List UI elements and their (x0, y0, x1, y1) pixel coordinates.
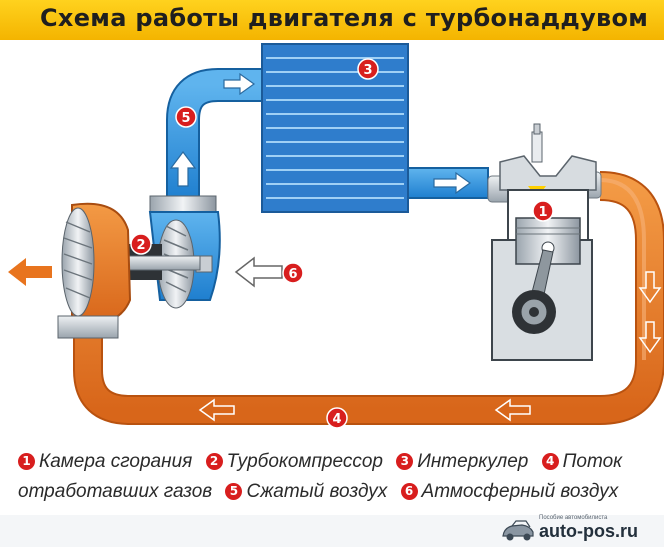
flow-arrow-left-1 (494, 398, 531, 422)
marker-4: 4 (326, 407, 348, 429)
svg-text:4: 4 (332, 412, 341, 427)
atmospheric-air-arrow (234, 256, 283, 288)
exhaust-out-arrow (8, 258, 52, 286)
marker-6: 6 (282, 262, 304, 284)
footer-bar (0, 515, 664, 547)
svg-text:6: 6 (288, 267, 297, 282)
brand-link[interactable]: auto-pos.ru (539, 521, 638, 541)
exhaust-pipe (73, 171, 664, 425)
flow-arrow-down-2 (638, 321, 662, 354)
marker-3: 3 (357, 58, 379, 80)
brand-tagline: Пособие автомобилиста (539, 515, 608, 521)
marker-5: 5 (175, 106, 197, 128)
car-logo-icon (502, 520, 534, 541)
svg-text:1: 1 (538, 205, 547, 220)
svg-text:5: 5 (181, 111, 190, 126)
marker-2: 2 (130, 233, 152, 255)
turbo-diagram: 1 2 3 4 5 6 (8, 43, 664, 429)
flow-arrow-left-2 (198, 398, 235, 422)
title-bar (0, 0, 664, 40)
svg-text:2: 2 (136, 238, 145, 253)
marker-1: 1 (532, 200, 554, 222)
turbocharger (57, 195, 221, 339)
svg-text:3: 3 (363, 63, 372, 78)
flow-arrow-right-mid (433, 171, 472, 195)
legend-item-4-cont: отработавших газов (18, 481, 213, 502)
engine-block (487, 123, 602, 361)
flow-arrow-right-top (223, 72, 256, 96)
page-title: Схема работы двигателя с турбонаддувом (40, 4, 649, 32)
flow-arrow-down-1 (638, 271, 662, 304)
intercooler (261, 43, 409, 213)
flow-arrow-up (169, 151, 197, 187)
